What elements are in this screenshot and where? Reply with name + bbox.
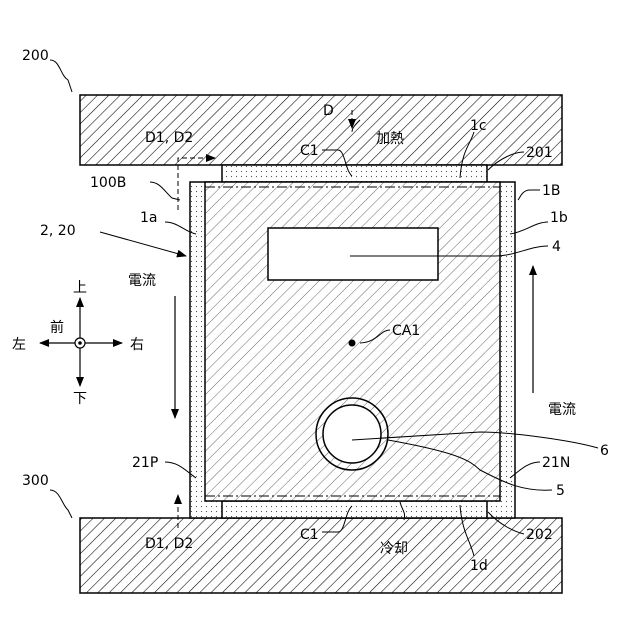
leader-200	[50, 60, 72, 92]
label-c1-bottom: C1	[300, 527, 319, 543]
label-dir-left: 左	[12, 337, 26, 353]
cooling-block-300	[80, 518, 562, 593]
leader-2-20	[100, 232, 186, 256]
component-4	[268, 228, 438, 280]
label-100b: 100B	[90, 175, 126, 191]
label-1d: 1d	[470, 558, 488, 574]
label-200: 200	[22, 48, 49, 64]
label-d: D	[323, 103, 334, 119]
label-current-right: 電流	[548, 402, 576, 418]
label-4: 4	[552, 239, 561, 255]
label-201: 201	[526, 145, 553, 161]
label-5: 5	[556, 483, 565, 499]
label-c1-top: C1	[300, 143, 319, 159]
label-6: 6	[600, 443, 609, 459]
label-d1d2-top: D1, D2	[145, 130, 193, 146]
label-21n: 21N	[542, 455, 570, 471]
label-current-left: 電流	[128, 273, 156, 289]
label-cool: 冷却	[380, 541, 408, 557]
label-dir-up: 上	[73, 280, 87, 296]
label-1c: 1c	[470, 118, 487, 134]
leader-300	[50, 490, 72, 518]
leader-100b	[150, 182, 180, 200]
label-ca1: CA1	[392, 323, 420, 339]
label-202: 202	[526, 527, 553, 543]
electrode-202	[222, 501, 487, 518]
label-heat: 加熱	[376, 131, 404, 147]
label-300: 300	[22, 473, 49, 489]
center-point-ca1	[349, 340, 356, 347]
leader-1B	[518, 190, 540, 200]
label-d1d2-bottom: D1, D2	[145, 536, 193, 552]
label-21p: 21P	[132, 455, 158, 471]
electrode-201	[222, 165, 487, 182]
direction-indicator	[40, 298, 122, 386]
component-6	[323, 405, 381, 463]
label-dir-right: 右	[130, 337, 144, 353]
label-1B: 1B	[542, 183, 561, 199]
label-dir-down: 下	[73, 391, 87, 407]
label-2-20: 2, 20	[40, 223, 76, 239]
label-1a: 1a	[140, 210, 158, 226]
label-dir-front: 前	[50, 319, 64, 336]
label-1b: 1b	[550, 210, 568, 226]
